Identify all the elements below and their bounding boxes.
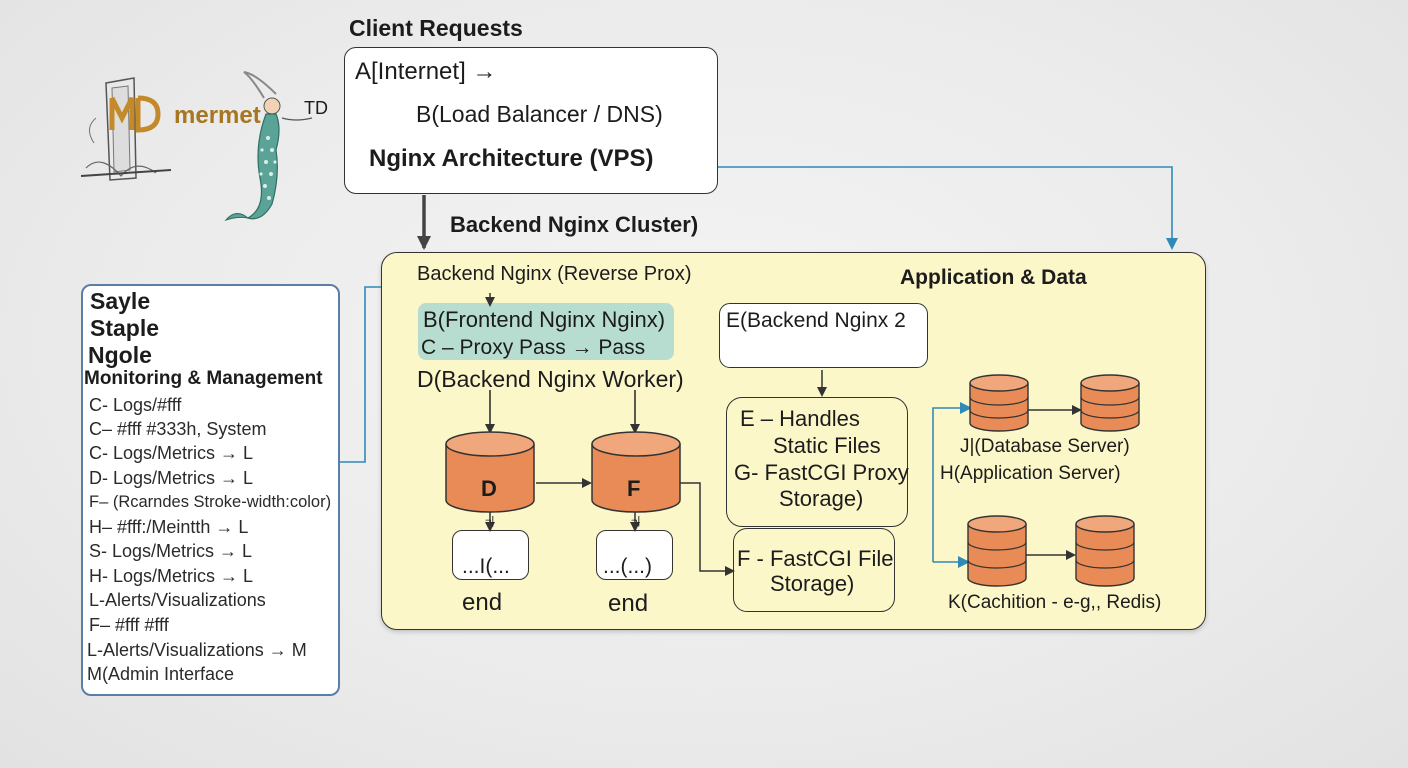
cylinder-d-sub: ¬|	[485, 515, 494, 527]
worker-output-label-1: ...I(...	[462, 555, 510, 578]
frontend-nginx: B(Frontend Nginx Nginx)	[423, 307, 666, 332]
monitor-connector	[340, 286, 381, 463]
cylinder-f-label: F	[627, 476, 640, 501]
monitor-item: C- Logs/Metrics → L	[89, 443, 254, 463]
monitor-item: S- Logs/Metrics → L	[89, 541, 253, 561]
logo-text: mermet	[174, 102, 261, 129]
logo: mermet	[76, 58, 316, 233]
backend-nginx-2-box	[719, 303, 928, 368]
cylinder-d-icon	[445, 431, 535, 513]
client-nginx-architecture: Nginx Architecture (VPS)	[369, 145, 654, 172]
monitor-subtitle: Monitoring & Management	[84, 368, 323, 389]
proxy-pass: C – Proxy Pass → Pass	[421, 336, 646, 359]
monitoring-box	[81, 284, 340, 696]
arrow-cyl2-to-fastcgi	[679, 482, 735, 576]
end-label-2: end	[608, 590, 649, 617]
frontend-highlight	[418, 303, 674, 360]
cache-stack-icon	[1075, 515, 1135, 587]
monitor-item: H- Logs/Metrics → L	[89, 566, 254, 586]
handles-line-4: Storage)	[779, 486, 864, 511]
application-server-label: H(Application Server)	[940, 463, 1121, 484]
app-data-title: Application & Data	[900, 266, 1087, 289]
monitor-item: L-Alerts/Visualizations → M	[87, 640, 307, 660]
handles-line-3: G- FastCGI Proxy	[734, 460, 909, 485]
cylinder-f-sub: ¬|	[631, 515, 640, 527]
monitor-item: L-Alerts/Visualizations	[89, 590, 266, 610]
monitor-item: M(Admin Interface	[87, 664, 235, 684]
end-label-1: end	[462, 589, 503, 616]
fastcgi-storage-box	[733, 528, 895, 612]
monitor-item: C– #fff #333h, System	[89, 419, 267, 439]
worker-output-box-2	[596, 530, 673, 580]
monitor-title-1: Sayle	[90, 288, 151, 314]
monitor-title-3: Ngole	[88, 342, 152, 368]
arrow-client-to-app	[718, 166, 1178, 250]
monitor-item: H– #fff:/Meintth → L	[89, 517, 249, 537]
database-server-label: J|(Database Server)	[960, 436, 1130, 457]
monitor-title-2: Staple	[90, 315, 160, 341]
monitor-item: D- Logs/Metrics → L	[89, 468, 254, 488]
backend-nginx-2-label: E(Backend Nginx 2	[726, 309, 906, 332]
client-box	[344, 47, 718, 194]
cluster-label: Backend Nginx Cluster)	[450, 212, 699, 237]
arrow-to-db-stack	[932, 402, 972, 562]
fastcgi-line-1: F - FastCGI File	[737, 546, 894, 571]
worker-output-box-1	[452, 530, 529, 580]
database-stack-icon	[969, 374, 1029, 432]
handles-line-2: Static Files	[773, 433, 881, 458]
backend-worker: D(Backend Nginx Worker)	[417, 366, 684, 392]
monitor-item: F– #fff #fff	[89, 615, 169, 635]
cluster-header: Backend Nginx (Reverse Prox)	[417, 263, 692, 285]
client-internet: A[Internet] →	[355, 58, 497, 85]
cylinder-d-label: D	[481, 476, 497, 501]
cache-stack-icon	[967, 515, 1027, 587]
cylinder-f-icon	[591, 431, 681, 513]
client-heading: Client Requests	[349, 15, 523, 41]
fastcgi-line-2: Storage)	[770, 571, 855, 596]
database-stack-icon	[1080, 374, 1140, 432]
mermaid-logo-icon	[80, 71, 313, 222]
monitor-item: C- Logs/#fff	[89, 395, 182, 415]
client-load-balancer: B(Load Balancer / DNS)	[416, 101, 663, 127]
static-files-box	[726, 397, 908, 527]
logo-abbr: TD	[304, 98, 328, 118]
worker-output-label-2: ...(...)	[603, 555, 652, 578]
handles-line-1: E – Handles	[740, 406, 860, 431]
monitor-item: F– (Rcarndes Stroke-width:color)	[89, 493, 332, 511]
cache-label: K(Cachition - e-g,, Redis)	[948, 592, 1162, 613]
